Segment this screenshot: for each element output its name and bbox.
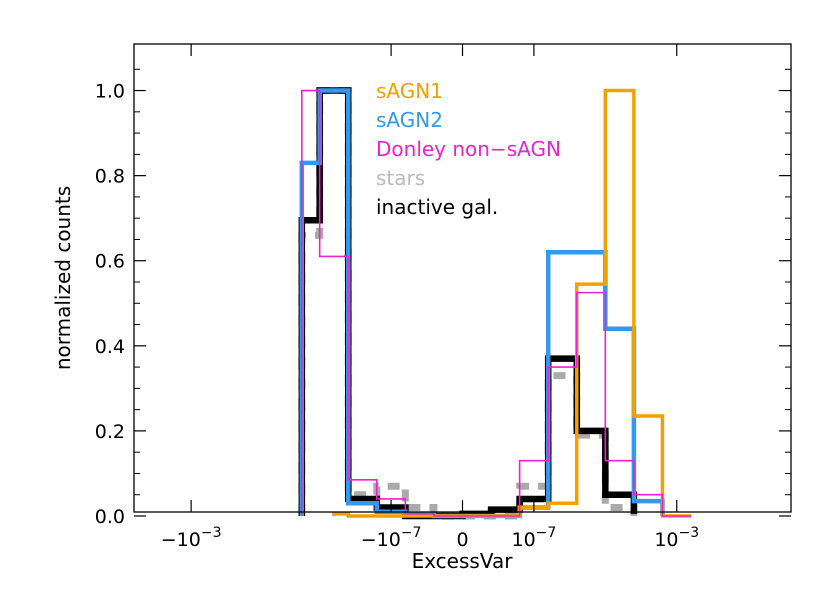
x-axis-label: ExcessVar <box>412 549 514 573</box>
ticks-layer: 0.0 0.2 0.4 0.6 0.8 1.0 −10−3 −10−7 0 10−7 10−3 <box>95 44 791 551</box>
legend-item-stars: stars <box>376 166 425 190</box>
y-tick-label: 0.6 <box>95 251 125 273</box>
y-tick-label: 1.0 <box>95 81 125 103</box>
y-tick-label: 0.4 <box>95 336 125 358</box>
legend-item-sagn2: sAGN2 <box>376 108 443 132</box>
y-tick-label: 0.8 <box>95 166 125 188</box>
x-tick-label: −10−3 <box>161 525 222 551</box>
legend-item-inactive-gal-: inactive gal. <box>376 195 498 219</box>
legend-item-donley-non-sagn: Donley non−sAGN <box>376 137 561 161</box>
x-tick-label: 10−7 <box>511 525 556 551</box>
series-donley-non-sagn <box>301 89 692 517</box>
legend-item-sagn1: sAGN1 <box>376 79 443 103</box>
x-tick-label: 10−3 <box>654 525 699 551</box>
y-axis-label: normalized counts <box>51 186 75 370</box>
y-tick-label: 0.2 <box>95 421 125 443</box>
x-tick-label: 0 <box>456 529 468 551</box>
y-tick-label: 0.0 <box>95 506 125 528</box>
x-tick-label: −10−7 <box>361 525 422 551</box>
